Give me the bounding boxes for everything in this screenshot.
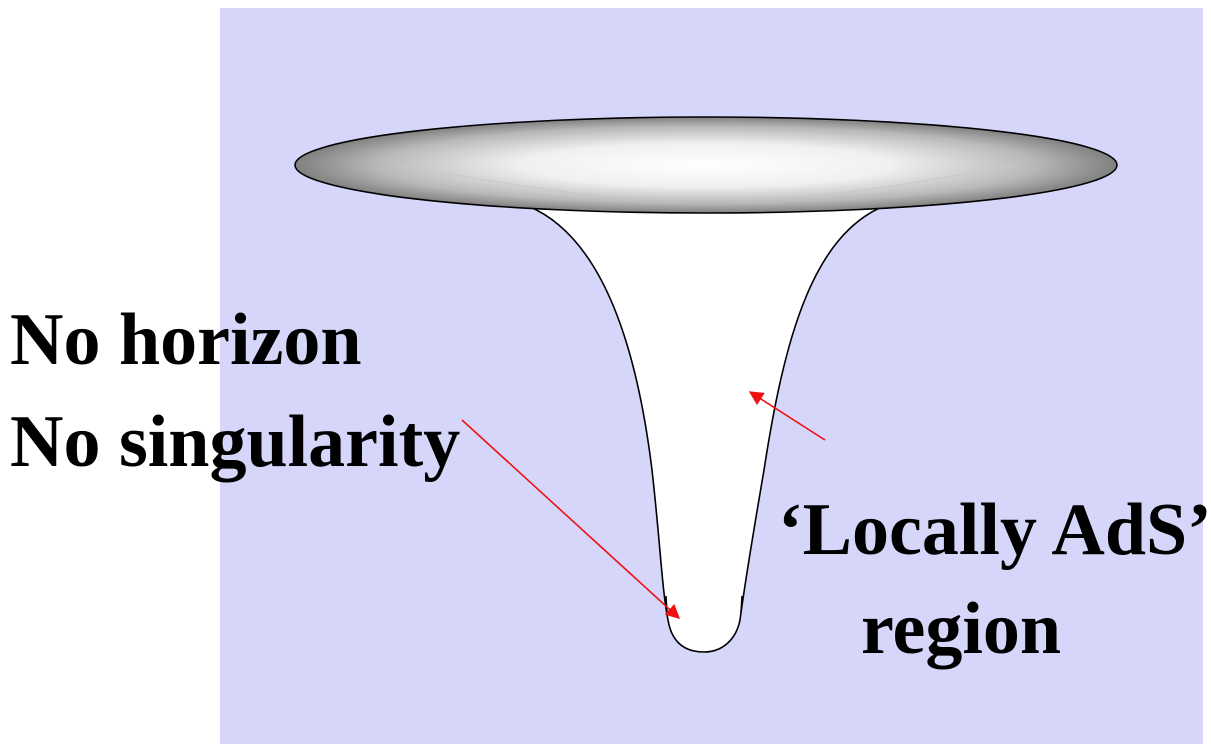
locally-ads-label: ‘Locally AdS’ (778, 489, 1211, 571)
disk-inner-curve (394, 164, 1016, 197)
throat-funnel (527, 205, 885, 653)
arrow-locally-ads (748, 391, 826, 441)
no-horizon-label: No horizon (10, 299, 362, 381)
region-label: region (861, 588, 1062, 670)
throat-tick-right (740, 595, 743, 613)
arrow-no-singularity (461, 419, 681, 619)
no-singularity-label: No singularity (10, 401, 461, 483)
throat-tick-left (665, 595, 668, 613)
boundary-disk (294, 116, 1118, 214)
